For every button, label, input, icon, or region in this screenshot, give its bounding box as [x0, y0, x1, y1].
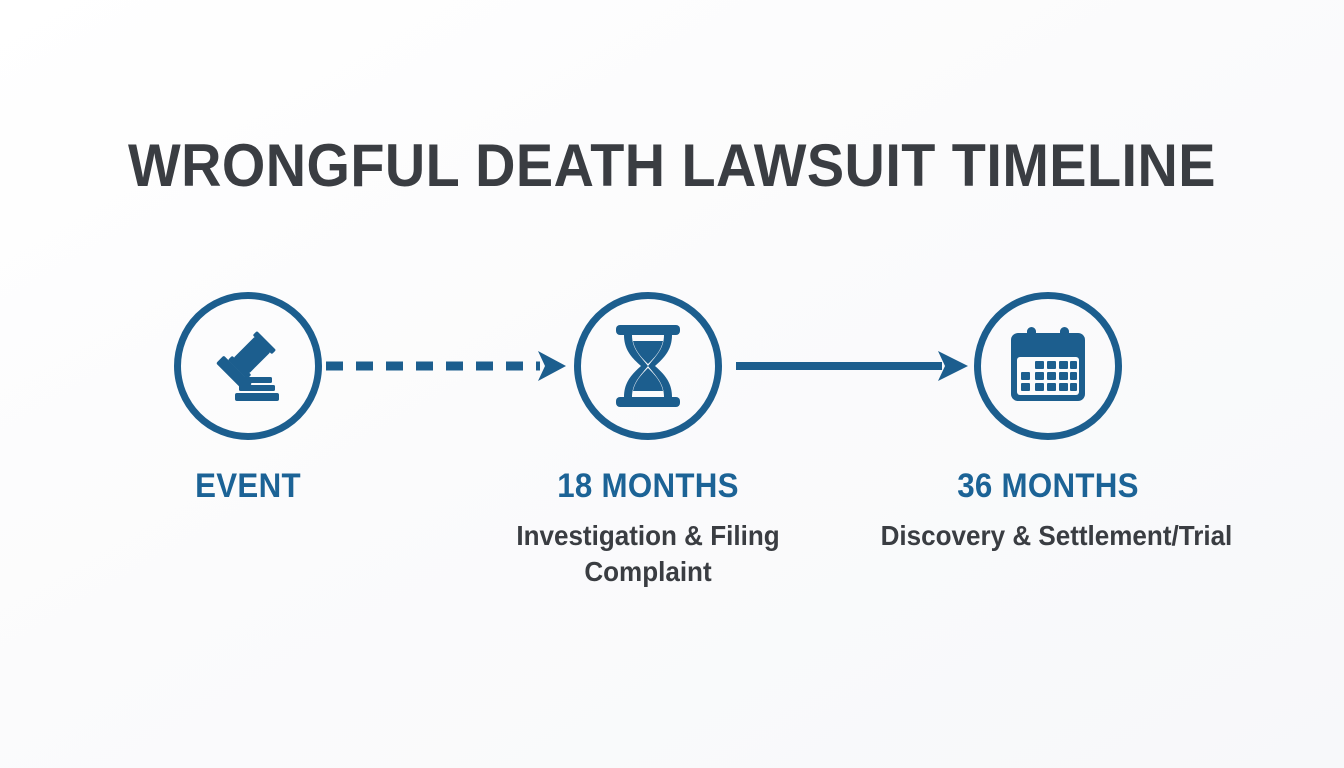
stage-headline-event: EVENT	[195, 467, 301, 505]
label-block-18-months: 18 MONTHS Investigation & Filing Complai…	[488, 466, 808, 590]
stage-description-18-months: Investigation & Filing Complaint	[516, 520, 780, 587]
timeline-node-event[interactable]	[174, 292, 322, 440]
calendar-day-cells	[1021, 361, 1077, 391]
stage-description-36-months: Discovery & Settlement/Trial	[880, 520, 1233, 551]
icon-circle-36-months	[974, 292, 1122, 440]
timeline-node-18-months[interactable]	[574, 292, 722, 440]
stage-headline-36-months: 36 MONTHS	[957, 467, 1139, 505]
hourglass-icon	[616, 325, 680, 407]
timeline-track	[0, 292, 1344, 442]
connector-solid	[736, 342, 974, 390]
icon-circle-event	[174, 292, 322, 440]
timeline-labels: EVENT 18 MONTHS Investigation & Filing C…	[0, 466, 1344, 626]
arrowhead-icon	[538, 351, 566, 381]
stage-headline-18-months: 18 MONTHS	[557, 467, 739, 505]
icon-circle-18-months	[574, 292, 722, 440]
label-block-36-months: 36 MONTHS Discovery & Settlement/Trial	[868, 466, 1233, 554]
label-block-event: EVENT	[98, 466, 398, 506]
page-title: WRONGFUL DEATH LAWSUIT TIMELINE	[128, 132, 1216, 199]
title-container: WRONGFUL DEATH LAWSUIT TIMELINE	[0, 134, 1344, 198]
arrowhead-icon	[938, 351, 968, 381]
timeline-node-36-months[interactable]	[974, 292, 1122, 440]
calendar-icon	[1011, 327, 1085, 401]
gavel-icon	[216, 331, 279, 401]
connector-dashed	[326, 342, 574, 390]
